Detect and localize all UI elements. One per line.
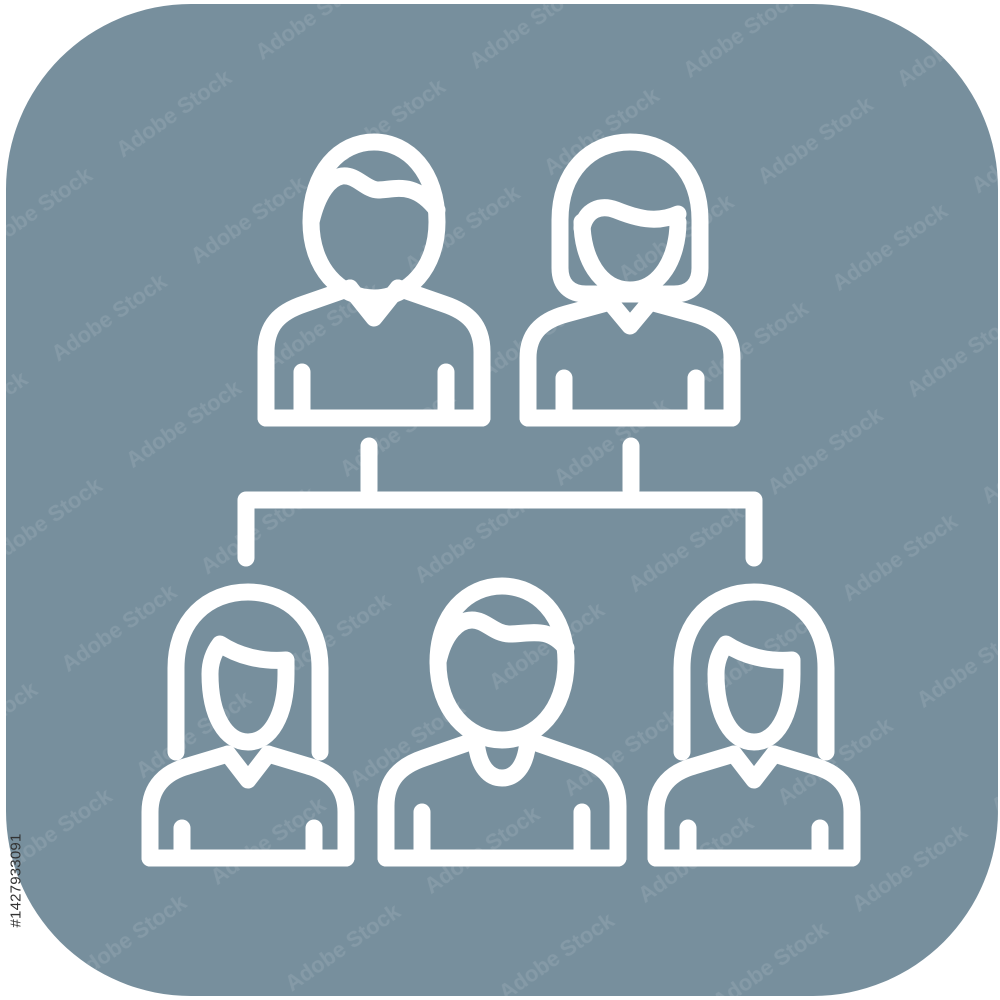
watermark-id-text: #1427933091 xyxy=(7,833,25,927)
hierarchy-connector xyxy=(237,437,763,567)
watermark-id-label: #1427933091 xyxy=(4,760,28,1000)
person-top-left-man xyxy=(257,133,491,427)
person-bottom-center-man xyxy=(377,577,627,867)
person-top-right-woman xyxy=(519,133,741,427)
person-bottom-right-woman xyxy=(647,583,861,867)
person-bottom-left-woman xyxy=(141,583,355,867)
